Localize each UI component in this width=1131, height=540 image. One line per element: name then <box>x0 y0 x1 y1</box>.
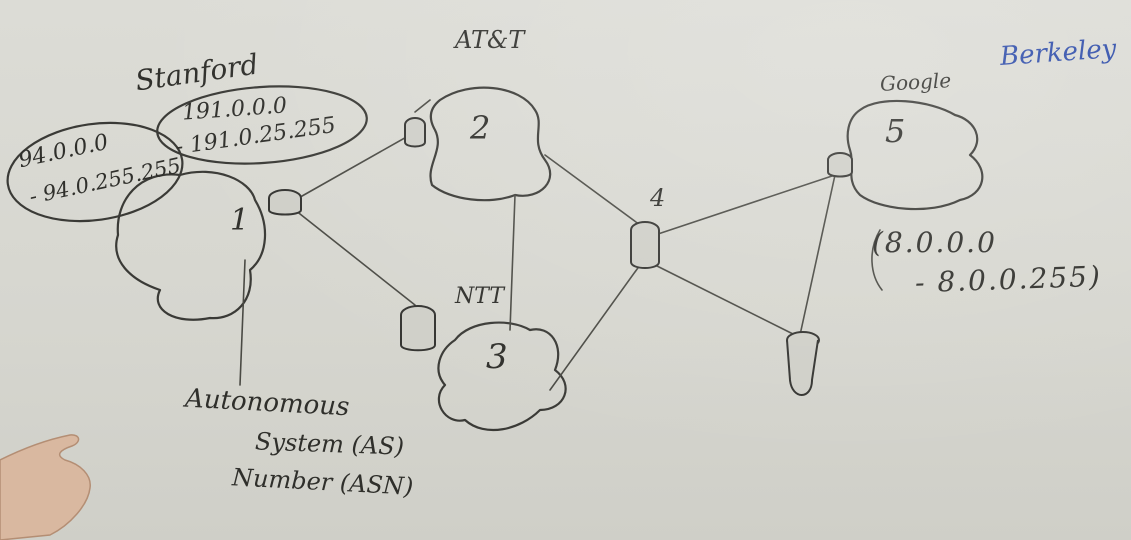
router-as1 <box>268 189 302 216</box>
router-6 <box>786 331 820 396</box>
router-as3 <box>400 305 436 352</box>
google-label: Google <box>879 68 952 96</box>
att-label: AT&T <box>455 26 525 54</box>
link-as4-router6 <box>654 264 796 336</box>
link-as4-as3 <box>549 264 641 391</box>
router-as4 <box>630 221 660 269</box>
link-as2-as4 <box>544 154 641 226</box>
as2-number: 2 <box>470 109 491 147</box>
presenter-hand <box>0 434 91 540</box>
link-as1-as3 <box>294 209 416 306</box>
router-as5 <box>827 152 853 178</box>
as4-number: 4 <box>650 184 666 212</box>
as5-cloud <box>846 99 984 211</box>
google-range-open-paren <box>871 229 883 291</box>
as1-range-ellipse <box>6 121 184 223</box>
link-as1-as2 <box>294 134 411 201</box>
as1-cloud <box>115 170 267 321</box>
att-pointer <box>414 99 431 113</box>
as5-number: 5 <box>885 112 906 150</box>
as3-cloud <box>437 321 567 432</box>
google-range-end: - 8.0.0.255) <box>914 259 1103 300</box>
as-note-line2: System (AS) <box>254 427 405 461</box>
router-as2 <box>404 117 426 148</box>
link-as4-as5 <box>654 174 836 236</box>
google-range-start: (8.0.0.0 <box>872 226 997 259</box>
as1-number: 1 <box>230 203 250 238</box>
link-as5-router6 <box>799 174 836 336</box>
as3-number: 3 <box>486 337 508 377</box>
link-as2-as3 <box>509 194 516 331</box>
as-note-pointer <box>239 259 246 386</box>
ntt-label: NTT <box>455 284 505 309</box>
